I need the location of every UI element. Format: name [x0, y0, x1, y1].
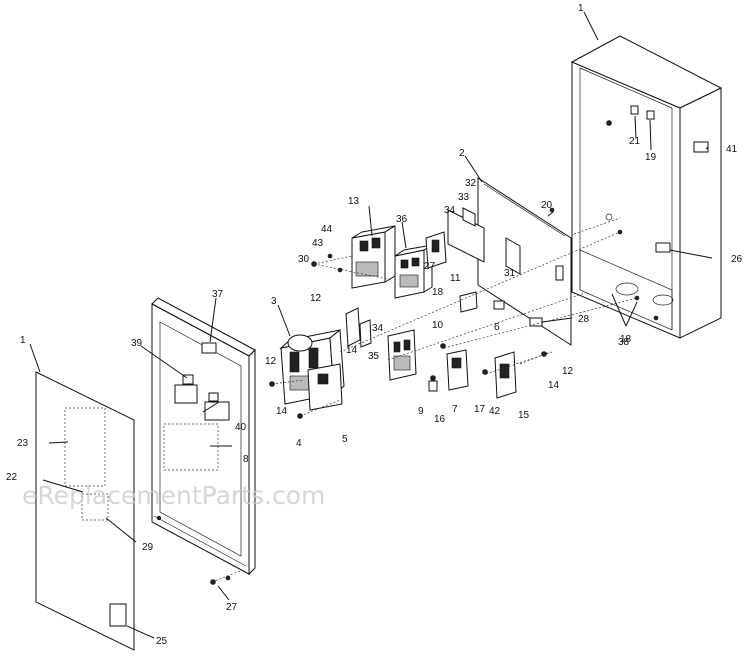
callout-14a: 14	[276, 406, 288, 417]
callout-11: 11	[450, 273, 461, 284]
callout-9: 9	[418, 406, 424, 417]
leader-lines	[29, 11, 713, 639]
callout-37: 37	[212, 289, 224, 300]
watermark-text: eReplacementParts.com	[22, 481, 325, 510]
callout-12c: 12	[562, 366, 574, 377]
callout-34b: 34	[372, 323, 384, 334]
callout-7: 7	[452, 404, 458, 415]
callout-41: 41	[726, 144, 738, 155]
callout-13: 13	[348, 196, 360, 207]
callout-21: 21	[629, 136, 641, 147]
callout-44: 44	[321, 224, 333, 235]
enclosure-box	[570, 35, 723, 339]
callout-12a: 12	[265, 356, 277, 367]
callout-12b: 12	[310, 293, 322, 304]
callout-32: 32	[465, 178, 477, 189]
callout-27a: 27	[424, 261, 436, 272]
callout-33: 33	[458, 192, 470, 203]
callout-26: 26	[731, 254, 743, 265]
callout-8: 8	[243, 454, 249, 465]
callout-5: 5	[342, 434, 348, 445]
callout-22: 22	[6, 472, 18, 483]
small-components	[428, 291, 517, 399]
callout-29: 29	[142, 542, 154, 553]
callout-36: 36	[396, 214, 408, 225]
callout-39: 39	[131, 338, 143, 349]
callout-40: 40	[235, 422, 247, 433]
fastener-lines	[210, 217, 638, 585]
contactor-assembly	[351, 225, 433, 299]
callout-28: 28	[578, 314, 590, 325]
terminal-block	[387, 329, 417, 381]
callout-35: 35	[368, 351, 380, 362]
callout-labels: 1 1 2 3 4 5 6 7 8 9 10 11 12 12 12 13 14…	[6, 3, 743, 647]
callout-6: 6	[494, 322, 500, 333]
callout-2: 2	[459, 148, 465, 159]
callout-30: 30	[298, 254, 310, 265]
front-door	[35, 371, 135, 651]
callout-14c: 14	[548, 380, 560, 391]
callout-10: 10	[432, 320, 444, 331]
callout-38: 38	[618, 337, 630, 348]
callout-34a: 34	[444, 205, 456, 216]
callout-42: 42	[489, 406, 501, 417]
callout-23: 23	[17, 438, 29, 449]
callout-19: 19	[645, 152, 657, 163]
callout-31: 31	[504, 268, 516, 279]
callout-4: 4	[296, 438, 302, 449]
back-panel	[447, 177, 572, 346]
callout-1b: 1	[20, 335, 26, 346]
callout-1a: 1	[578, 3, 584, 14]
callout-25: 25	[156, 636, 168, 647]
callout-20: 20	[541, 200, 553, 211]
callout-27b: 27	[226, 602, 238, 613]
callout-18b: 18	[620, 334, 632, 345]
callout-15: 15	[518, 410, 530, 421]
breaker-assembly	[279, 329, 345, 411]
callout-16: 16	[434, 414, 446, 425]
callout-3: 3	[271, 296, 277, 307]
mounting-brackets	[345, 231, 447, 348]
callout-18a: 18	[432, 287, 444, 298]
callout-17: 17	[474, 404, 486, 415]
callout-14b: 14	[346, 345, 358, 356]
callout-43: 43	[312, 238, 324, 249]
inner-frame-panel	[151, 297, 256, 576]
